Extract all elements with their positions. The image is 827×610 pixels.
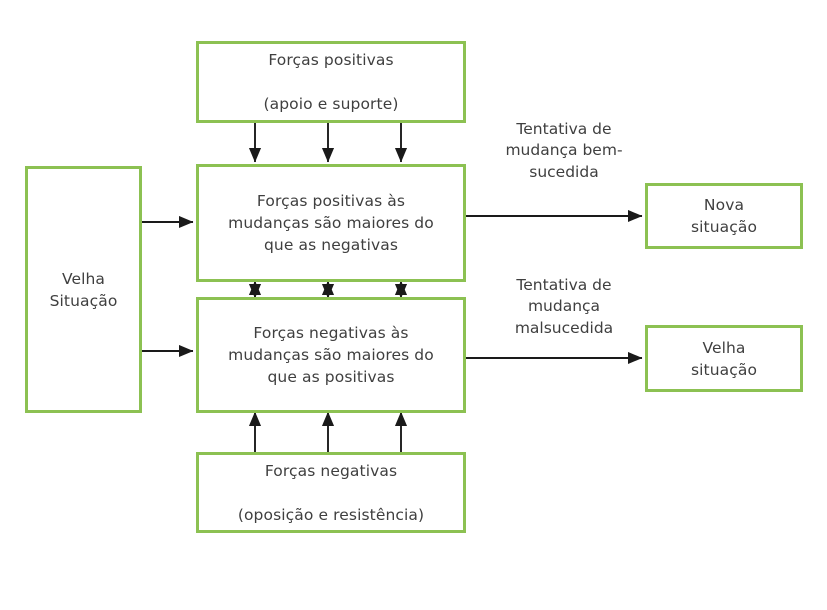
box-negative-forces-source[interactable]: Forças negativas (oposição e resistência… [196, 452, 466, 533]
box-old-situation-left[interactable]: Velha Situação [25, 166, 142, 413]
box-new-situation[interactable]: Nova situação [645, 183, 803, 249]
box-old-situation-right[interactable]: Velha situação [645, 325, 803, 392]
box-new-situation-line2: situação [690, 218, 758, 236]
box-negative-greater-line2: mudanças são maiores do [228, 346, 434, 364]
edge-label-failed-attempt: Tentativa de mudança malsucedida [514, 276, 614, 337]
box-negative-greater-than-positive[interactable]: Forças negativas às mudanças são maiores… [196, 297, 466, 413]
box-positive-forces-source-line1: Forças positivas [268, 51, 394, 69]
box-positive-greater-than-negative[interactable]: Forças positivas às mudanças são maiores… [196, 164, 466, 282]
box-old-situation-right-line2: situação [690, 360, 758, 379]
box-positive-greater-line1: Forças positivas às [256, 192, 406, 210]
box-positive-forces-source[interactable]: Forças positivas (apoio e suporte) [196, 41, 466, 123]
edge-label-successful-attempt: Tentativa de mudança bem- sucedida [505, 120, 623, 181]
box-new-situation-line1: Nova [703, 196, 745, 214]
box-negative-greater-line3: que as positivas [267, 368, 395, 386]
box-positive-greater-line2: mudanças são maiores do [228, 214, 434, 232]
box-negative-forces-source-line2: (oposição e resistência) [237, 505, 425, 524]
arrows-between-force-boxes [248, 280, 408, 299]
box-negative-greater-line1: Forças negativas às [253, 324, 409, 342]
box-positive-forces-source-line2: (apoio e suporte) [263, 95, 399, 113]
box-old-situation-left-line2: Situação [49, 291, 118, 310]
arrows-old-situation-to-force-boxes [141, 215, 194, 358]
arrows-positive-source-to-positive-box [248, 122, 408, 163]
arrows-negative-source-to-negative-box [248, 411, 408, 452]
box-old-situation-left-line1: Velha [61, 269, 106, 288]
box-positive-greater-line3: que as negativas [263, 236, 399, 254]
box-negative-forces-source-line1: Forças negativas [264, 461, 398, 480]
box-old-situation-right-line1: Velha [702, 338, 746, 357]
